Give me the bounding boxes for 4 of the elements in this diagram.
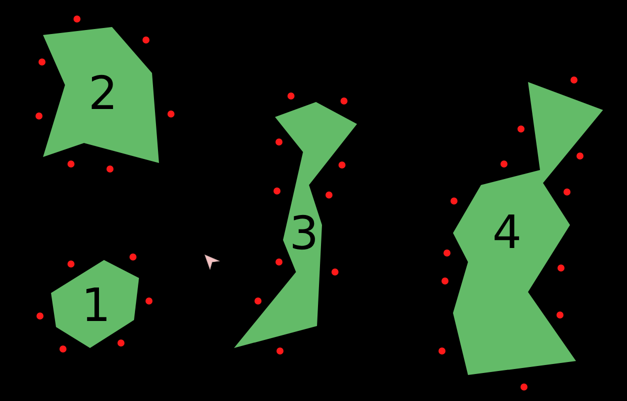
shape-number: 2 [88, 70, 118, 116]
shape-number: 4 [492, 209, 522, 255]
shape-number: 1 [81, 282, 111, 328]
shape-number: 3 [289, 210, 319, 256]
